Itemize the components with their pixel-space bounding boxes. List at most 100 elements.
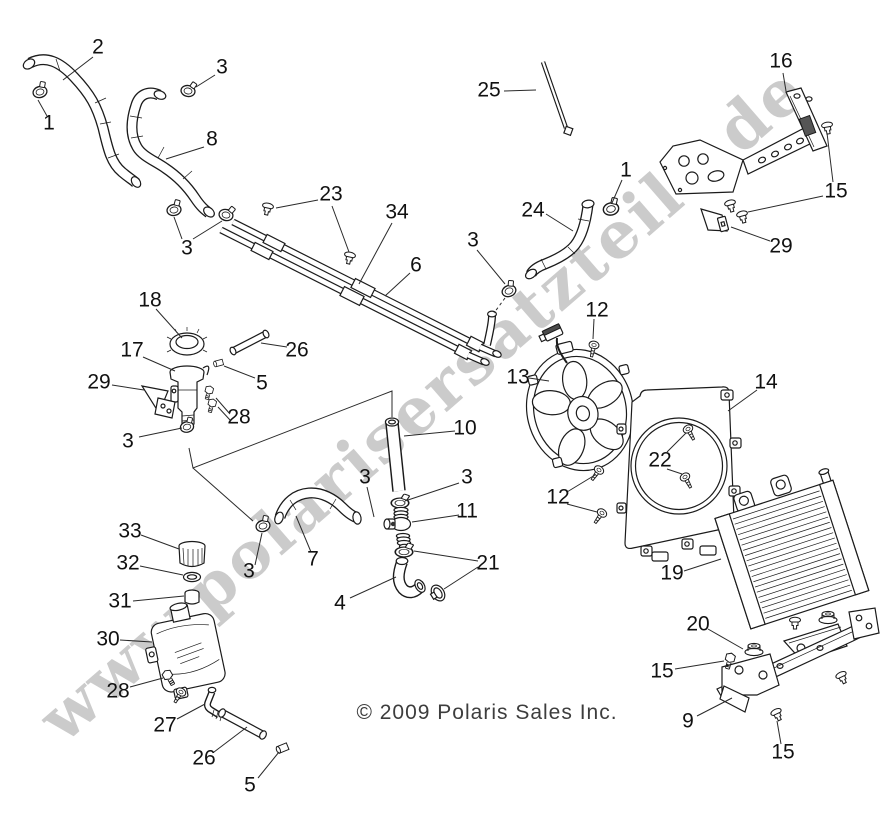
hose-clamp-1a (29, 79, 50, 100)
hose-clamp-3d (498, 278, 519, 300)
screw-12c (590, 506, 609, 527)
hose-clamp-3b (164, 198, 184, 218)
callout-1: 1 (620, 159, 632, 182)
fastener-15a (820, 120, 835, 136)
callout-24: 24 (521, 199, 545, 222)
callout-31: 31 (108, 590, 131, 613)
callout-3: 3 (467, 229, 479, 252)
callout-3: 3 (243, 560, 255, 583)
callout-30: 30 (96, 628, 119, 651)
reservoir-cap-33 (178, 540, 206, 568)
grommet-20a (744, 642, 764, 657)
elbow-fitting-27 (203, 686, 223, 722)
callout-15: 15 (771, 741, 794, 764)
callout-3: 3 (216, 56, 228, 79)
bushing-5b (274, 742, 290, 755)
callout-12: 12 (546, 486, 569, 509)
callout-33: 33 (118, 520, 141, 543)
fastener-rivet-b (789, 616, 801, 630)
callout-27: 27 (153, 714, 176, 737)
callout-21: 21 (476, 552, 499, 575)
cooling-fan-13 (525, 323, 648, 472)
upper-hose-2 (22, 54, 142, 188)
elbow-hose-4 (392, 556, 426, 599)
callout-12: 12 (585, 299, 608, 322)
callout-13: 13 (506, 366, 529, 389)
callout-28: 28 (227, 406, 250, 429)
hose-clamp-3g (390, 493, 411, 509)
o-ring-32 (182, 571, 202, 583)
filler-neck-17 (169, 365, 210, 427)
callout-2: 2 (92, 36, 104, 59)
callout-3: 3 (359, 466, 371, 489)
mounting-bracket-16 (659, 87, 835, 233)
callout-14: 14 (754, 371, 778, 394)
pressure-cap-18 (166, 327, 208, 356)
fan-wire-connector (538, 323, 564, 343)
coolant-reservoir-group (145, 540, 290, 755)
leader-lines (37, 56, 834, 779)
t-fitting-11 (383, 506, 412, 550)
callout-1: 1 (43, 112, 55, 135)
callout-32: 32 (116, 552, 139, 575)
callout-20: 20 (686, 613, 709, 636)
fastener-15e (769, 706, 786, 723)
bolt-28a2 (205, 397, 218, 414)
callout-19: 19 (660, 562, 683, 585)
callout-6: 6 (410, 254, 422, 277)
s-hose-7 (274, 487, 362, 525)
overflow-tube-26a (229, 329, 270, 356)
callout-3: 3 (122, 430, 134, 453)
callout-labels: 2138323346325161529124181729285263121310… (43, 36, 848, 797)
callout-15: 15 (824, 180, 847, 203)
callout-8: 8 (206, 128, 218, 151)
callout-5: 5 (256, 372, 268, 395)
callout-23: 23 (319, 183, 342, 206)
callout-18: 18 (138, 289, 161, 312)
hose-clamp-3a (179, 79, 199, 99)
callout-26: 26 (192, 747, 215, 770)
copyright-text: © 2009 Polaris Sales Inc. (356, 701, 618, 724)
engine-hose-24 (524, 195, 622, 280)
filler-neck-group (140, 327, 270, 435)
bolt-28a1 (202, 384, 215, 401)
bypass-hose-8 (126, 79, 237, 223)
callout-28: 28 (106, 680, 129, 703)
grommet-20b (818, 610, 838, 625)
hose-clamp-3f (252, 513, 273, 534)
callout-17: 17 (120, 339, 143, 362)
push-rivet-23b (342, 250, 357, 266)
callout-25: 25 (477, 79, 500, 102)
clip-bracket-29a (700, 208, 730, 233)
callout-22: 22 (648, 449, 671, 472)
lower-mount-bracket-9 (716, 607, 880, 723)
coolant-pipes-6 (219, 201, 519, 366)
vent-tube-26b (218, 708, 267, 740)
fitting-31 (184, 589, 200, 605)
bracket-29b (140, 385, 176, 419)
callout-11: 11 (456, 500, 478, 523)
dipstick-rod-25 (540, 61, 574, 137)
callout-7: 7 (307, 548, 319, 571)
callout-3: 3 (461, 466, 473, 489)
callout-4: 4 (334, 592, 346, 615)
hose-clamp-3c (217, 202, 237, 223)
callout-16: 16 (769, 50, 792, 73)
callout-3: 3 (181, 237, 193, 260)
bushing-5a (212, 358, 224, 368)
center-hose-group (252, 417, 446, 602)
hose-clamp-1b (600, 195, 622, 218)
clamp-21b (429, 584, 446, 602)
callout-34: 34 (385, 201, 409, 224)
callout-26: 26 (285, 339, 308, 362)
radiator-19 (714, 468, 870, 657)
push-rivet-23a (260, 201, 275, 217)
fastener-rivet (723, 198, 739, 214)
callout-29: 29 (87, 371, 110, 394)
callout-15: 15 (650, 660, 673, 683)
callout-5: 5 (244, 774, 256, 797)
callout-9: 9 (682, 710, 694, 733)
stand-tube-10 (384, 417, 406, 492)
